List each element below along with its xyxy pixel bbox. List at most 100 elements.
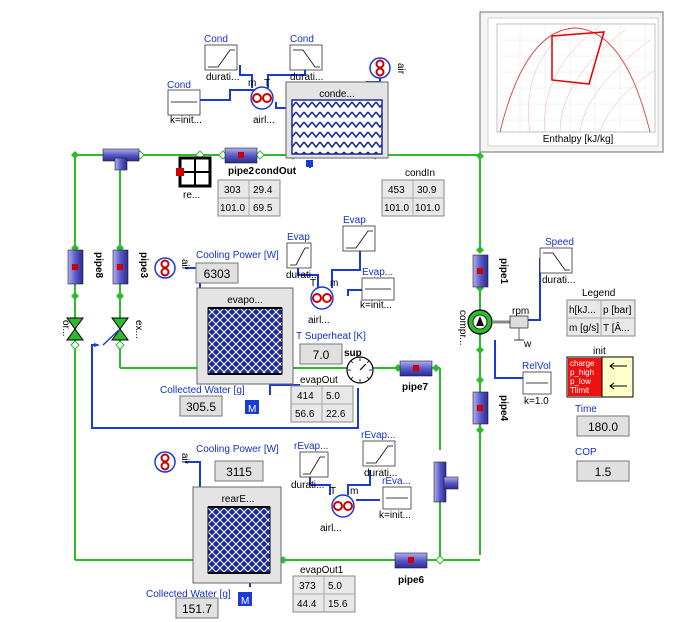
water-collector-bot[interactable]: M	[238, 592, 252, 607]
condenser[interactable]: conde...	[285, 81, 389, 167]
superheat-display: 7.0	[299, 343, 343, 365]
evapout-label: evapOut	[300, 375, 338, 386]
pipe4-label: pipe4	[498, 395, 509, 422]
revap-duration-label-1: durati...	[291, 480, 324, 491]
evapout-p: 5.0	[326, 391, 340, 402]
cop-display: 1.5	[576, 460, 630, 482]
relvol-label: RelVol	[522, 361, 551, 372]
superheat-sensor[interactable]: sup	[344, 348, 374, 384]
pipe6[interactable]: pipe6	[394, 552, 428, 586]
ex-label: ex...	[133, 320, 144, 339]
condin-p: 30.9	[417, 185, 437, 196]
collected-water-label-1: Collected Water [g]	[160, 385, 245, 396]
pipe6-label: pipe6	[398, 575, 425, 586]
condin-h: 453	[388, 185, 405, 196]
tee-right[interactable]	[433, 461, 459, 503]
revap-3-label: rEva...	[382, 476, 411, 487]
cond-source-3[interactable]: Cond k=init...	[167, 80, 202, 126]
cond-3-label: Cond	[167, 80, 191, 91]
pipe8[interactable]: pipe8	[67, 249, 104, 285]
airl-top-m: m	[248, 78, 256, 89]
evapout1-t: 15.6	[328, 599, 348, 610]
init-label: init	[593, 346, 606, 357]
collected-water-display-1: 305.5	[179, 395, 223, 417]
shaft-speed[interactable]: rpm w	[492, 306, 532, 350]
revap-source-2[interactable]: rEvap... durati...	[361, 430, 397, 479]
relvol-k-label: k=1.0	[524, 396, 549, 407]
revap-source-3[interactable]: rEva... k=init...	[379, 476, 412, 521]
pipe1-label: pipe1	[498, 258, 509, 285]
air-source-mid[interactable]: T m airl...	[308, 278, 338, 326]
pipe1[interactable]: pipe1	[472, 254, 509, 288]
orifice-valve[interactable]: or...	[60, 317, 84, 341]
speed-source[interactable]: Speed durati...	[539, 237, 575, 286]
time-value: 180.0	[588, 420, 618, 434]
cycle-trace	[551, 31, 606, 85]
time-label: Time	[575, 404, 597, 415]
relvol-source[interactable]: RelVol k=1.0	[522, 361, 552, 407]
collected-water-value-1: 305.5	[186, 400, 216, 414]
cooling-power-value-1: 6303	[204, 267, 231, 281]
evap-duration-label: durati...	[286, 270, 319, 281]
evap-3-label: Evap...	[362, 267, 393, 278]
revap-source-1[interactable]: rEvap... durati...	[291, 441, 328, 491]
rear-evaporator[interactable]: rearE...	[192, 486, 282, 584]
air-source-top[interactable]: m T airl...	[248, 78, 275, 126]
air-sink-mid[interactable]: air	[154, 257, 190, 279]
evap-source-2[interactable]: Evap	[342, 215, 376, 252]
airl-mid-m: m	[330, 278, 338, 289]
air-sink-top[interactable]: air	[369, 57, 406, 79]
rpm-label: rpm	[512, 306, 529, 317]
ph-diagram-inset: Enthalpy [kJ/kg]	[479, 11, 664, 153]
condout-t: 69.5	[253, 203, 273, 214]
cond-source-1[interactable]: Cond durati...	[204, 34, 239, 83]
cooling-power-value-2: 3115	[226, 465, 252, 479]
air-mid-label: air	[179, 259, 190, 271]
pipe7-label: pipe7	[402, 382, 429, 393]
pipe3[interactable]: pipe3	[112, 249, 149, 285]
orifice-label: or...	[60, 320, 71, 337]
legend: Legend h[kJ... p [bar] m [g/s] T [Â...	[566, 288, 636, 337]
evap-source-1[interactable]: Evap durati...	[286, 232, 319, 281]
cond-2-label: Cond	[290, 34, 314, 45]
air-source-bot[interactable]: T m airl...	[320, 486, 358, 534]
airl-bot-t: T	[330, 486, 336, 497]
receiver[interactable]: re...	[176, 156, 212, 201]
evapout1-h: 373	[299, 581, 316, 592]
cop-value: 1.5	[595, 465, 612, 479]
superheat-label: T Superheat [K]	[296, 331, 366, 342]
evapout-h: 414	[297, 391, 314, 402]
legend-m: m [g/s]	[569, 323, 599, 334]
collected-water-label-2: Collected Water [g]	[146, 589, 231, 600]
evapout1-table: 373 5.0 44.4 15.6	[292, 575, 356, 613]
pipe2-label: pipe2	[228, 166, 255, 177]
airl-bot-m: m	[350, 486, 358, 497]
cop-label: COP	[575, 447, 597, 458]
air-sink-bot[interactable]: air	[154, 451, 190, 473]
cond-2-duration-label: durati...	[290, 72, 323, 83]
evaporator[interactable]: evapo...	[196, 287, 294, 385]
evap-2-label: Evap	[343, 215, 366, 226]
evap-1-label: Evap	[287, 232, 310, 243]
pipe2[interactable]: pipe2	[224, 147, 258, 177]
collected-water-display-2: 151.7	[175, 597, 219, 619]
compressor[interactable]: compr...	[457, 309, 493, 346]
saturation-dome	[499, 27, 651, 133]
water-collector-mid[interactable]: M	[245, 400, 259, 415]
tee-top-left[interactable]	[102, 148, 140, 171]
init-panel[interactable]: init charge p_high p_low Tlimit	[566, 346, 634, 398]
legend-t: T [Â...	[603, 321, 630, 334]
evapout-m: 56.6	[295, 409, 315, 420]
pipe7[interactable]: pipe7	[399, 360, 433, 393]
cond-source-2[interactable]: Cond durati...	[289, 34, 323, 83]
airl-mid-t: T	[310, 278, 316, 289]
pipe8-label: pipe8	[93, 252, 104, 279]
expansion-valve[interactable]: ex...	[102, 317, 144, 346]
condin-label: condIn	[405, 168, 435, 179]
evap-source-3[interactable]: Evap... k=init...	[360, 267, 395, 311]
w-label: w	[523, 339, 532, 350]
pipe4[interactable]: pipe4	[472, 391, 509, 425]
init-charge: charge	[570, 359, 595, 368]
condout-table: 303 29.4 101.0 69.5	[217, 179, 281, 217]
